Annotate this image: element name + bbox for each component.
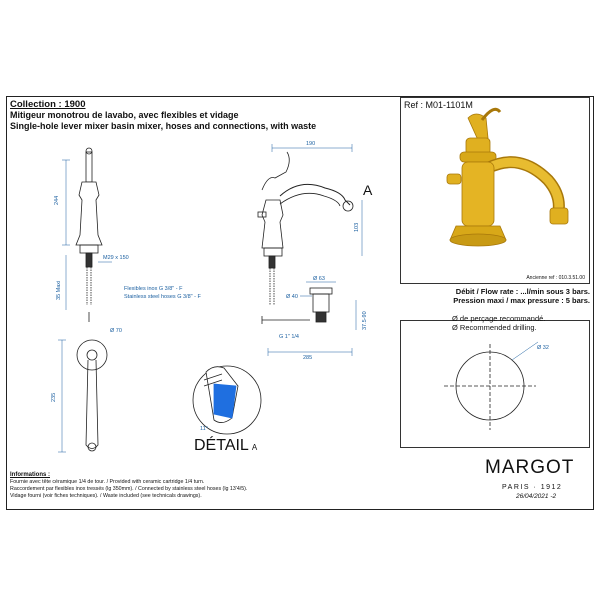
document-date: 26/04/2021 -2 — [516, 493, 557, 500]
detail-label-text: DÉTAIL — [194, 437, 249, 454]
information-line: Raccordement par flexibles inox tressés … — [10, 486, 248, 492]
drilling-box — [400, 320, 590, 448]
title-block: Collection : 1900 Mitigeur monotrou de l… — [10, 99, 316, 132]
dim-depth: 37.5-90 — [362, 311, 368, 330]
reference-label: Ref : M01-1101M — [404, 100, 473, 110]
front-view-drawing — [257, 151, 354, 324]
dim-waste-thread: G 1" 1/4 — [279, 334, 299, 340]
detail-callout-a: A — [363, 182, 373, 198]
dim-thread: M29 x 150 — [103, 255, 129, 261]
informations-block: Informations : Fournie avec tête céramiq… — [10, 471, 370, 500]
detail-a-drawing — [192, 365, 262, 435]
dim-base: Ø 70 — [110, 328, 122, 334]
dim-spout-h: 103 — [354, 223, 360, 232]
collection-title: Collection : 1900 — [10, 99, 86, 110]
dim-angle: 11° — [200, 426, 208, 432]
brand-subtitle: PARIS · 1912 — [502, 484, 563, 491]
hose-note-fr: Flexibles inox G 3/8" - F — [124, 286, 183, 292]
former-reference: Ancienne ref : 010.3.51.00 — [526, 275, 585, 281]
hose-note-en: Stainless steel hoses G 3/8" - F — [124, 294, 201, 300]
dim-drill: Ø 32 — [537, 345, 549, 351]
drilling-note-en: Ø Recommended drilling. — [452, 323, 537, 332]
specs-block: Débit / Flow rate : ...l/min sous 3 bars… — [400, 287, 590, 305]
drilling-diagram — [444, 341, 539, 430]
faucet-illustration — [446, 107, 569, 247]
dim-length: 235 — [51, 393, 57, 402]
brand-logo: MARGOT — [485, 457, 575, 478]
reference-box: Ref : M01-1101M Ancienne ref : 010.3.51.… — [400, 97, 590, 284]
drilling-note-fr: Ø de perçage recommandé. — [452, 314, 546, 323]
informations-title: Informations : — [10, 472, 50, 478]
subtitle-fr: Mitigeur monotrou de lavabo, avec flexib… — [10, 110, 239, 120]
drilling-notes: Ø de perçage recommandé. Ø Recommended d… — [452, 314, 545, 332]
information-line: Fournie avec tête céramique 1/4 de tour.… — [10, 479, 205, 485]
side-view-drawing — [75, 147, 103, 322]
dim-d-body: Ø 40 — [286, 294, 298, 300]
dim-width: 285 — [303, 355, 312, 361]
dim-hose-len: 35 Maxi — [56, 281, 62, 300]
dim-reach: 190 — [306, 141, 315, 147]
dim-d-top: Ø 63 — [313, 276, 325, 282]
dim-height: 244 — [54, 196, 60, 205]
max-pressure: Pression maxi / max pressure : 5 bars. — [453, 296, 590, 305]
drawing-frame — [6, 96, 594, 510]
subtitle-en: Single-hole lever mixer basin mixer, hos… — [10, 121, 317, 131]
information-line: Vidage fourni (voir fiches techniques). … — [10, 493, 202, 499]
top-view-drawing — [76, 339, 108, 452]
flow-rate: Débit / Flow rate : ...l/min sous 3 bars… — [455, 287, 590, 296]
detail-label-suffix: A — [251, 443, 258, 452]
